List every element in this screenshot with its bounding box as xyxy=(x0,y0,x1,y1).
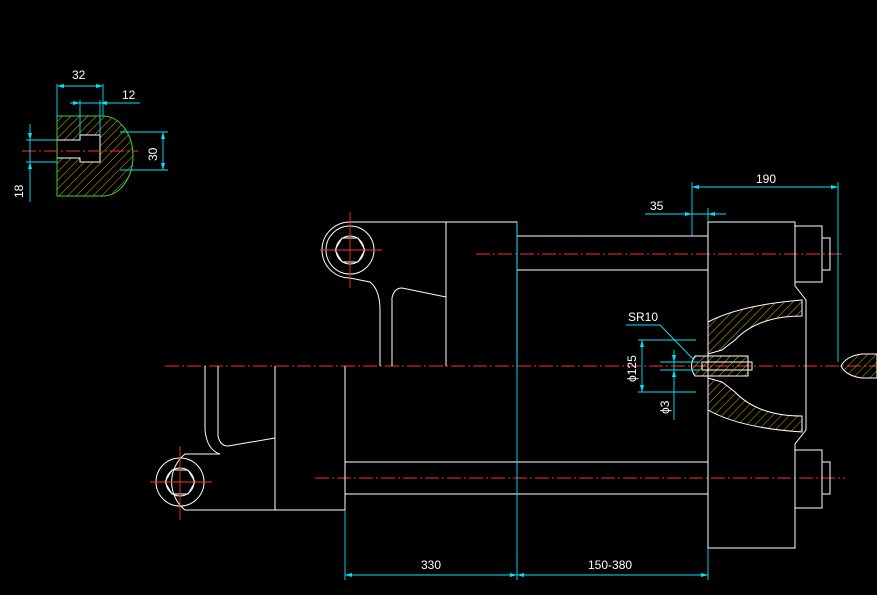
dim-125-label: ϕ125 xyxy=(625,355,639,382)
centerlines xyxy=(165,253,877,479)
dim-32-label: 32 xyxy=(72,68,86,82)
fixed-platen xyxy=(691,221,831,549)
main-dimensions: 190 35 SR10 ϕ125 ϕ3 330 150-380 xyxy=(344,172,839,580)
t-slot-cut xyxy=(56,134,101,163)
dim-3-label: ϕ3 xyxy=(658,400,672,414)
dim-35-label: 35 xyxy=(650,199,664,213)
dim-190-label: 190 xyxy=(756,172,776,186)
nozzle-insert xyxy=(691,355,749,377)
tie-bars xyxy=(345,235,708,495)
section-outline xyxy=(56,115,134,197)
section-detail: 32 12 30 18 xyxy=(12,68,168,202)
cone-hatch xyxy=(707,299,803,355)
injection-nozzle xyxy=(840,353,877,379)
dim-sr10-label: SR10 xyxy=(628,310,658,324)
dim-150-380-label: 150-380 xyxy=(588,558,632,572)
dim-330-label: 330 xyxy=(421,558,441,572)
dim-12-label: 12 xyxy=(122,88,136,102)
dim-18-label: 18 xyxy=(12,184,26,198)
lower-moving-platen xyxy=(150,366,346,520)
upper-moving-platen xyxy=(320,212,518,366)
cone-hatch-lower xyxy=(707,377,803,433)
dim-30-label: 30 xyxy=(146,147,160,161)
